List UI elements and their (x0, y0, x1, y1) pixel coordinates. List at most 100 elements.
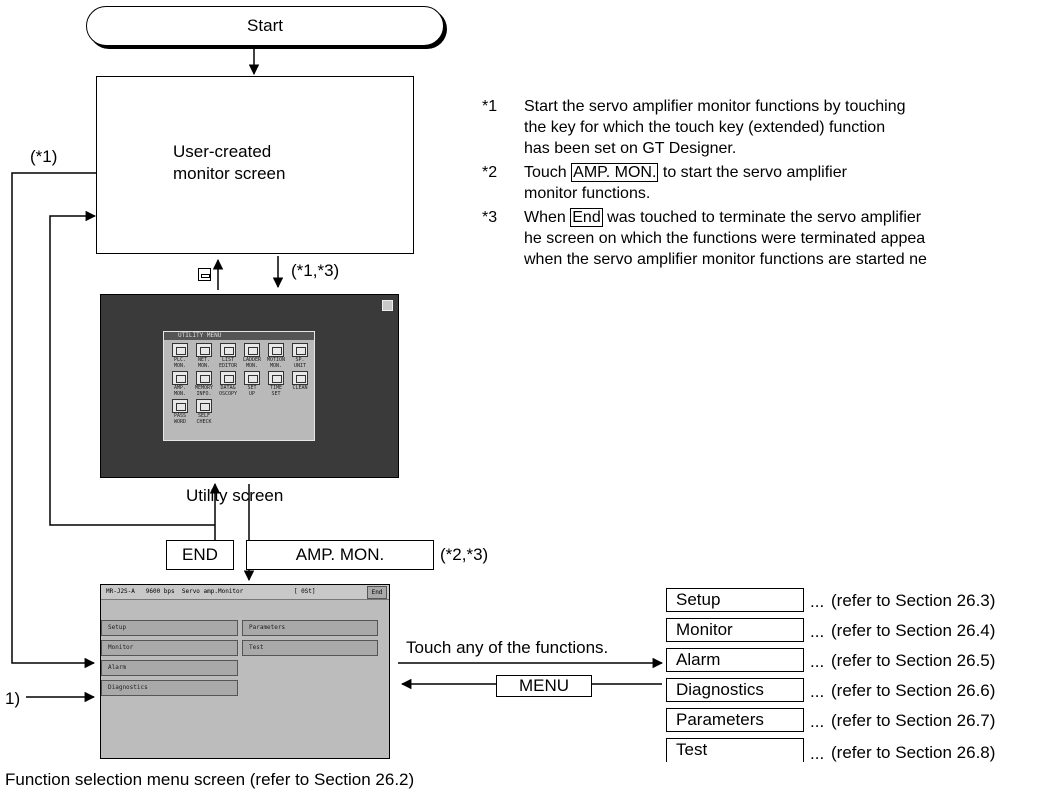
user-screen-line1: User-created (173, 142, 272, 161)
leader-dots: ... (810, 652, 825, 671)
utility-icon (220, 343, 236, 357)
utility-menu-grid: PLC. MON. NET. MON. LIST EDITOR LADDER M… (168, 343, 312, 427)
utility-item-label: NET. MON. (197, 357, 211, 369)
note-line: Start the servo amplifier monitor functi… (524, 98, 906, 115)
utility-item[interactable]: TIME SET (264, 371, 288, 399)
utility-menu-title: UTILITY MENU (164, 332, 314, 340)
leader-dots: ... (810, 712, 825, 731)
utility-item-label: CLEAN (292, 385, 308, 391)
fn-button-alarm[interactable]: Alarm (101, 660, 238, 676)
start-label: Start (247, 16, 283, 35)
utility-item-label: DATA& OSCOPY (218, 385, 238, 397)
menu-key-icon (198, 268, 211, 281)
note-line: has been set on GT Designer. (524, 140, 737, 157)
utility-icon (244, 343, 260, 357)
utility-item-label: PASS WORD (173, 413, 187, 425)
utility-item[interactable]: PASS WORD (168, 399, 192, 427)
utility-item-label: TIME SET (269, 385, 283, 397)
function-selection-screen: MR-J2S-A 9600 bps Servo amp.Monitor [ 0S… (100, 584, 390, 759)
utility-item-label: LIST EDITOR (218, 357, 238, 369)
function-diagnostics: Diagnostics (666, 678, 804, 702)
utility-icon (292, 371, 308, 385)
utility-icon (196, 343, 212, 357)
utility-item[interactable]: DATA& OSCOPY (216, 371, 240, 399)
end-key[interactable]: END (166, 540, 234, 570)
function-row: Test ... (refer to Section 26.8) (666, 738, 1050, 763)
utility-item[interactable]: PLC. MON. (168, 343, 192, 371)
utility-icon (172, 343, 188, 357)
note-line: when the servo amplifier monitor functio… (524, 251, 927, 268)
scroll-icon[interactable] (382, 300, 393, 311)
utility-item[interactable]: CLEAN (288, 371, 312, 399)
function-row: Parameters ... (refer to Section 26.7) (666, 708, 1050, 732)
function-parameters: Parameters (666, 708, 804, 732)
utility-screen-caption: Utility screen (186, 486, 284, 505)
utility-icon (268, 343, 284, 357)
utility-icon (172, 371, 188, 385)
utility-item-label: LADDER MON. (242, 357, 262, 369)
leader-dots: ... (810, 622, 825, 641)
start-terminal: Start (86, 6, 444, 46)
function-ref: (refer to Section 26.8) (831, 743, 996, 762)
utility-item-label: AMP. MON. (173, 385, 187, 397)
fn-button-diagnostics[interactable]: Diagnostics (101, 680, 238, 696)
label-star13: (*1,*3) (291, 261, 340, 280)
function-row: Diagnostics ... (refer to Section 26.6) (666, 678, 1050, 702)
note-1: *1 Start the servo amplifier monitor fun… (482, 96, 1050, 159)
utility-item-label: PLC. MON. (173, 357, 187, 369)
function-ref: (refer to Section 26.4) (831, 621, 996, 640)
fn-status-bar: MR-J2S-A 9600 bps Servo amp.Monitor [ 0S… (101, 585, 389, 600)
note-text: was touched to terminate the servo ampli… (602, 209, 922, 226)
label-one: 1) (5, 689, 21, 708)
note-text: Touch (524, 164, 572, 181)
utility-icon (292, 343, 308, 357)
fn-end-button[interactable]: End (367, 586, 387, 599)
note-mark: *3 (482, 209, 498, 226)
touch-any-label: Touch any of the functions. (406, 638, 609, 657)
function-row: Alarm ... (refer to Section 26.5) (666, 648, 1050, 672)
function-setup: Setup (666, 588, 804, 612)
leader-dots: ... (810, 592, 825, 611)
utility-item[interactable]: AMP. MON. (168, 371, 192, 399)
utility-item[interactable]: LIST EDITOR (216, 343, 240, 371)
function-ref: (refer to Section 26.7) (831, 711, 996, 730)
utility-menu-window: UTILITY MENU PLC. MON. NET. MON. LIST ED… (163, 331, 315, 441)
label-star23: (*2,*3) (440, 545, 489, 564)
utility-item[interactable]: SP. UNIT (288, 343, 312, 371)
utility-screen: UTILITY MENU PLC. MON. NET. MON. LIST ED… (100, 294, 399, 478)
amp-mon-key[interactable]: AMP. MON. (246, 540, 434, 570)
function-ref: (refer to Section 26.5) (831, 651, 996, 670)
note-line: he screen on which the functions were te… (524, 230, 926, 247)
function-list: Setup ... (refer to Section 26.3) Monito… (666, 588, 1050, 763)
utility-item[interactable]: NET. MON. (192, 343, 216, 371)
utility-icon (268, 371, 284, 385)
fn-button-setup[interactable]: Setup (101, 620, 238, 636)
leader-dots: ... (810, 744, 825, 763)
note-mark: *1 (482, 98, 498, 115)
function-test: Test (666, 738, 804, 762)
fn-button-test[interactable]: Test (242, 640, 378, 656)
fn-status-text: MR-J2S-A 9600 bps Servo amp.Monitor [ 0S… (106, 588, 316, 595)
utility-item[interactable]: MOTION MON. (264, 343, 288, 371)
utility-item-label: SET UP (247, 385, 257, 397)
utility-item-label: SELF CHECK (196, 413, 212, 425)
leader-dots: ... (810, 682, 825, 701)
menu-key[interactable]: MENU (496, 675, 592, 697)
utility-item[interactable]: SET UP (240, 371, 264, 399)
utility-icon (172, 399, 188, 413)
note-text: When (524, 209, 571, 226)
fn-screen-caption: Function selection menu screen (refer to… (5, 770, 415, 789)
user-monitor-screen: User-created monitor screen (96, 76, 414, 254)
note-line: the key for which the touch key (extende… (524, 119, 886, 136)
note-text: to start the servo amplifier (658, 164, 847, 181)
note-mark: *2 (482, 164, 498, 181)
function-ref: (refer to Section 26.3) (831, 591, 996, 610)
utility-item[interactable]: MEMORY INFO. (192, 371, 216, 399)
utility-item[interactable]: LADDER MON. (240, 343, 264, 371)
fn-button-monitor[interactable]: Monitor (101, 640, 238, 656)
utility-icon (220, 371, 236, 385)
note-3: *3 When End was touched to terminate the… (482, 207, 1050, 270)
utility-item[interactable]: SELF CHECK (192, 399, 216, 427)
fn-button-parameters[interactable]: Parameters (242, 620, 378, 636)
